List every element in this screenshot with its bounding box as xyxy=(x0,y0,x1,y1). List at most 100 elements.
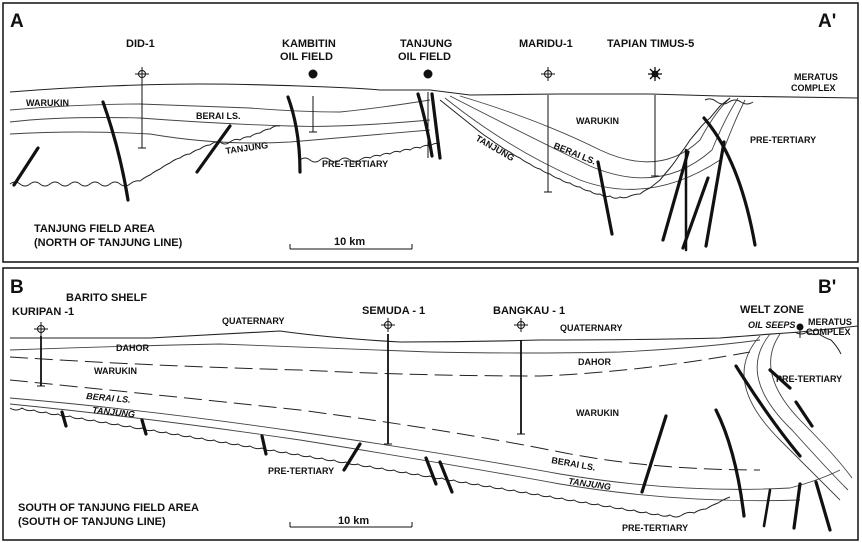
well-label: SEMUDA - 1 xyxy=(362,305,425,317)
fault xyxy=(768,368,792,390)
horizon-warukin-base xyxy=(9,379,761,471)
horizon-basin-3 xyxy=(444,97,746,190)
horizon-basin-2 xyxy=(449,95,739,179)
basement-left xyxy=(9,125,281,187)
well-tapian-timus-5 xyxy=(648,67,662,177)
unit-label: WARUKIN xyxy=(94,366,137,376)
faults-a xyxy=(12,92,757,252)
well-label: BANGKAU - 1 xyxy=(493,305,565,317)
fault xyxy=(734,364,802,458)
welt-arc xyxy=(756,333,849,491)
well-maridu-1 xyxy=(541,67,555,193)
fault xyxy=(762,488,772,528)
area-label-line2: (SOUTH OF TANJUNG LINE) xyxy=(18,516,166,528)
unit-label: BERAI LS. xyxy=(552,141,597,167)
basement-b xyxy=(9,407,731,518)
well-label: KURIPAN -1 xyxy=(12,306,74,318)
fault xyxy=(596,160,614,236)
oil-seeps-label: OIL SEEPS xyxy=(748,320,795,330)
fault xyxy=(12,146,40,187)
fault xyxy=(704,140,726,248)
fault xyxy=(140,418,148,436)
unit-label: WARUKIN xyxy=(576,408,619,418)
fault xyxy=(101,100,130,202)
fault xyxy=(60,410,68,428)
wells-a xyxy=(135,67,662,193)
scale-label: 10 km xyxy=(338,515,369,527)
well-label: KAMBITIN xyxy=(282,38,336,50)
unit-label: DAHOR xyxy=(116,343,149,353)
meratus-contact xyxy=(794,331,842,355)
meratus-label-line2: COMPLEX xyxy=(806,327,851,337)
ground-surface xyxy=(10,325,859,343)
fault xyxy=(342,442,362,472)
fault xyxy=(424,456,438,486)
region-label: BARITO SHELF xyxy=(66,292,147,304)
well-semuda-1 xyxy=(381,318,395,445)
well-label: DID-1 xyxy=(126,38,155,50)
panel-a: A A' DID-1 KAMBITIN OIL FIELD TANJUNG OI… xyxy=(2,2,859,263)
meratus-label: MERATUS xyxy=(808,317,852,327)
well-did-1 xyxy=(135,67,149,149)
unit-label: WARUKIN xyxy=(26,98,69,108)
fault xyxy=(702,116,757,247)
area-label: TANJUNG FIELD AREA xyxy=(34,223,155,235)
oil-seep-marker xyxy=(796,323,804,331)
horizon-dahor-base xyxy=(9,351,751,377)
well-label: TANJUNG xyxy=(400,38,452,50)
meratus-label-line2: COMPLEX xyxy=(791,83,836,93)
fault xyxy=(195,124,232,174)
scale-label: 10 km xyxy=(334,236,365,248)
fault xyxy=(430,92,442,160)
horizon-tanjung-top xyxy=(9,403,801,502)
unit-label: TANJUNG xyxy=(474,133,516,163)
fault xyxy=(438,460,454,494)
well-label: TAPIAN TIMUS-5 xyxy=(607,38,694,50)
unit-label: PRE-TERTIARY xyxy=(622,523,688,533)
fault xyxy=(714,408,746,518)
scale-bar-b xyxy=(289,522,413,528)
basement-right xyxy=(439,97,731,199)
basement-mid xyxy=(299,142,441,163)
unit-label: TANJUNG xyxy=(568,476,612,492)
unit-label: BERAI LS. xyxy=(196,111,241,121)
ground-surface xyxy=(9,83,859,99)
unit-label: QUATERNARY xyxy=(222,316,285,326)
unit-label: WARUKIN xyxy=(576,116,619,126)
well-label-line2: OIL FIELD xyxy=(280,51,333,63)
unit-label: QUATERNARY xyxy=(560,323,623,333)
unit-label: TANJUNG xyxy=(92,405,136,419)
panel-b: B B' BARITO SHELF KURIPAN -1 SEMUDA - 1 … xyxy=(2,267,859,541)
fault xyxy=(792,482,802,530)
horizon-quaternary-base xyxy=(9,339,761,354)
corner-label-a-prime: A' xyxy=(818,11,836,32)
welt-arc xyxy=(743,335,841,501)
well-label-line2: OIL FIELD xyxy=(398,51,451,63)
meratus-contact xyxy=(704,98,754,105)
horizon-warukin-base xyxy=(9,99,431,113)
fault xyxy=(814,480,832,532)
welt-arc xyxy=(770,333,853,479)
unit-label: BERAI LS. xyxy=(86,391,131,405)
unit-label: PRE-TERTIARY xyxy=(776,374,842,384)
area-label: SOUTH OF TANJUNG FIELD AREA xyxy=(18,502,199,514)
fault xyxy=(661,150,690,242)
corner-label-a: A xyxy=(10,11,24,32)
horizon-berai-top xyxy=(9,117,431,127)
horizon-berai-base xyxy=(9,397,841,490)
corner-label-b: B xyxy=(10,277,24,298)
well-tanjung xyxy=(423,69,433,158)
meratus-label: MERATUS xyxy=(794,72,838,82)
unit-label: DAHOR xyxy=(578,357,611,367)
wells-b xyxy=(34,318,804,445)
unit-label: PRE-TERTIARY xyxy=(750,135,816,145)
area-label-line2: (NORTH OF TANJUNG LINE) xyxy=(34,237,183,249)
fault xyxy=(416,92,434,158)
welt-zone-label: WELT ZONE xyxy=(740,304,804,316)
panel-b-frame xyxy=(2,267,859,541)
fault xyxy=(794,400,814,428)
unit-label: PRE-TERTIARY xyxy=(268,466,334,476)
corner-label-b-prime: B' xyxy=(818,277,836,298)
scale-bar-a xyxy=(289,244,413,250)
well-bangkau-1 xyxy=(514,318,528,435)
